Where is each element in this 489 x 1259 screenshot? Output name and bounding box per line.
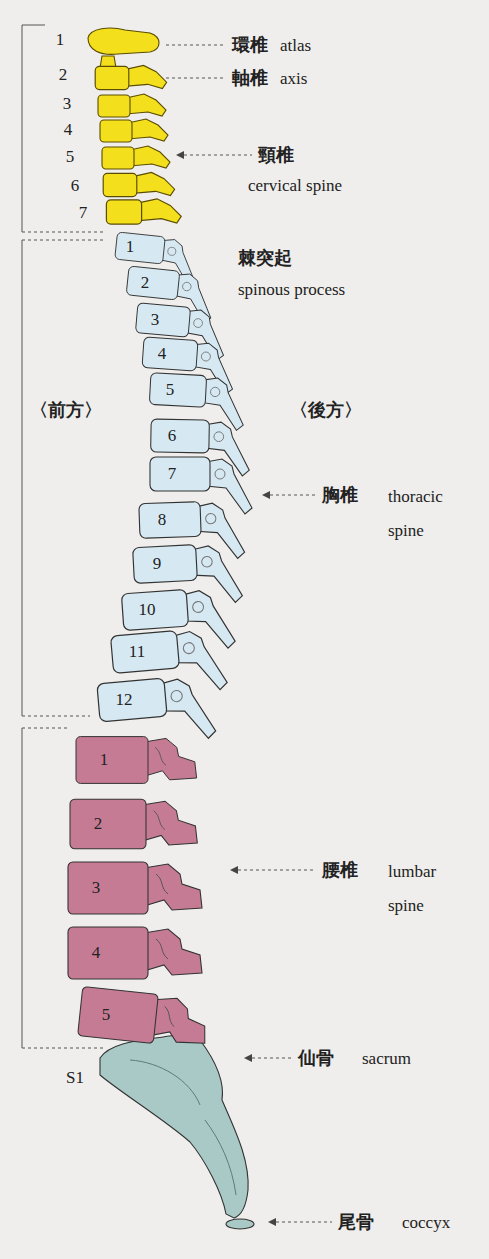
arrowhead	[262, 491, 270, 499]
arrowhead	[244, 1054, 252, 1062]
part-name: 尾骨	[338, 1212, 374, 1233]
region-name: lumbar spine	[388, 855, 458, 923]
thoracic-vertebrae	[97, 232, 252, 748]
cervical-vertebra	[100, 119, 168, 142]
leader-line	[270, 495, 316, 496]
part-name: spinous process	[238, 280, 345, 300]
callout-number: 6	[168, 426, 177, 446]
part-name: 仙骨	[298, 1048, 334, 1069]
callout-number: 2	[141, 273, 150, 293]
part-name: axis	[280, 69, 307, 89]
callout-number: 12	[116, 690, 133, 710]
leader-lines	[166, 45, 332, 1222]
sacrum-detail	[130, 1060, 236, 1195]
bracket-tick	[22, 232, 105, 233]
lumbar-vertebra	[76, 737, 197, 784]
callout-number: S1	[66, 1068, 84, 1088]
part-name: sacrum	[362, 1049, 411, 1069]
callout-number: 8	[158, 510, 167, 530]
bracket-line	[22, 240, 23, 716]
sacrum-bone	[100, 1035, 248, 1218]
region-name: cervical spine	[248, 176, 342, 196]
direction-label: 〈前方〉	[30, 400, 102, 421]
lumbar-vertebra	[78, 986, 210, 1048]
region-bracket	[22, 25, 105, 1048]
callout-number: 1	[100, 750, 109, 770]
bracket-tick	[22, 1048, 105, 1049]
callout-number: 3	[63, 94, 72, 114]
callout-number: 7	[168, 464, 177, 484]
leader-line	[166, 78, 226, 79]
callout-number: 2	[94, 814, 103, 834]
lumbar-vertebra	[70, 799, 197, 848]
thoracic-vertebra	[97, 674, 216, 748]
arrowhead	[230, 866, 238, 874]
part-name: atlas	[280, 36, 311, 56]
region-name: 腰椎	[322, 860, 358, 881]
callout-number: 5	[102, 1005, 111, 1025]
bracket-tick	[22, 25, 45, 26]
part-name: 軸椎	[232, 68, 268, 89]
region-name: 胸椎	[322, 485, 358, 506]
callout-number: 4	[158, 344, 167, 364]
arrowhead	[268, 1218, 276, 1226]
cervical-vertebra	[95, 65, 166, 89]
coccyx-bone	[226, 1219, 254, 1229]
callout-number: 6	[71, 176, 80, 196]
callout-number: 1	[56, 30, 65, 50]
bracket-tick	[22, 716, 90, 717]
direction-label: 〈後方〉	[290, 400, 362, 421]
leader-line	[238, 870, 316, 871]
callout-number: 11	[129, 642, 145, 662]
callout-number: 1	[126, 237, 135, 257]
cervical-vertebra	[98, 94, 166, 117]
leader-line	[252, 1058, 292, 1059]
part-name: 棘突起	[238, 248, 292, 269]
part-name: coccyx	[402, 1213, 450, 1233]
leader-arrowheads	[176, 151, 276, 1226]
bracket-line	[22, 25, 23, 232]
callout-number: 7	[79, 203, 88, 223]
callout-number: 5	[166, 380, 175, 400]
bracket-line	[22, 728, 23, 1048]
leader-line	[276, 1222, 332, 1223]
bracket-tick	[22, 240, 105, 241]
cervical-vertebrae	[88, 28, 181, 224]
cervical-vertebra	[106, 199, 181, 224]
callout-number: 4	[92, 943, 101, 963]
callout-number: 2	[59, 65, 68, 85]
lumbar-vertebra	[68, 927, 202, 979]
leader-line	[166, 45, 226, 46]
lumbar-vertebrae	[68, 737, 209, 1049]
bracket-tick	[22, 728, 70, 729]
callout-number: 5	[66, 147, 75, 167]
atlas-bone	[88, 28, 159, 54]
region-name: thoracic spine	[388, 480, 476, 548]
lumbar-vertebra	[68, 862, 202, 914]
callout-number: 3	[151, 310, 160, 330]
callout-number: 4	[64, 120, 73, 140]
region-name: 頸椎	[258, 145, 294, 166]
arrowhead	[176, 151, 184, 159]
part-name: 環椎	[232, 35, 268, 56]
callout-number: 9	[153, 554, 162, 574]
callout-number: 3	[92, 878, 101, 898]
leader-line	[184, 155, 252, 156]
callout-number: 10	[139, 600, 156, 620]
cervical-vertebra	[103, 172, 174, 196]
cervical-vertebra	[102, 146, 170, 169]
